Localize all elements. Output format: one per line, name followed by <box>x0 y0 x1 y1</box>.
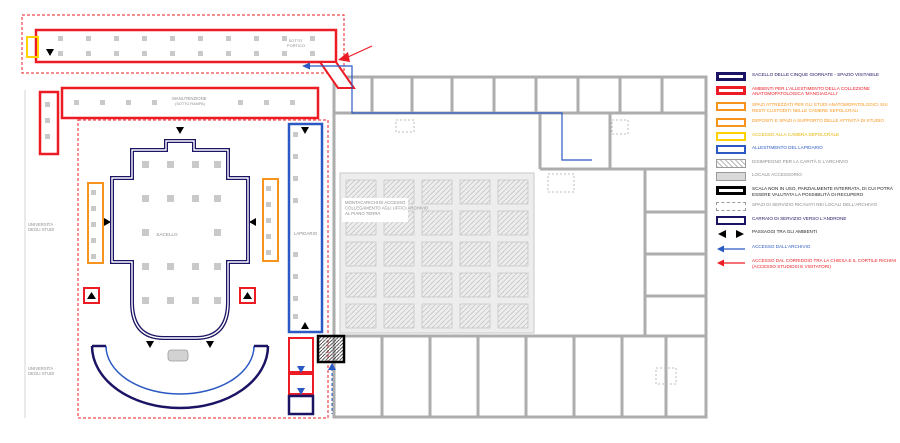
note-bg <box>342 198 408 222</box>
legend-item: DEPOSITI E SPAZI A SUPPORTO DELLE ATTIVI… <box>716 118 898 128</box>
university-label-lower: UNIVERSITÀ DEGLI STUDI <box>28 366 54 376</box>
passage-icon <box>301 322 309 329</box>
sacello-label: SACELLO <box>156 232 178 237</box>
legend-label: SCALA NON IN USO, PARZIALMENTE INTERRATA… <box>752 185 893 197</box>
bottom-rooms <box>287 337 336 416</box>
lapidario-swatch <box>716 145 746 155</box>
legend-item: LOCALE ACCESSORIO <box>716 172 898 182</box>
legend-label: DISIMPEGNO PER LA CARITÀ E L'ARCHIVIO <box>752 158 849 164</box>
visitor-access-arrow-icon <box>717 259 745 267</box>
sotto-portico: SOTTO PORTICO <box>26 28 356 89</box>
camera-sepolcrale-access <box>26 36 39 58</box>
legend-label: ACCESSO DAL CORRIDOIO TRA LA CHIESA E IL… <box>752 258 896 270</box>
passage-icon <box>46 49 54 56</box>
spazi-servizio-swatch <box>716 202 746 212</box>
passage-icon <box>87 292 96 299</box>
vehicle <box>167 349 189 362</box>
legend-item: SPAZI DI SERVIZIO RICAVATI NEI LOCALI DE… <box>716 202 898 212</box>
archive-arrowhead-icon <box>302 62 310 70</box>
camera-sepolcrale-swatch <box>716 131 746 141</box>
legend-item: AMBIENTI PER L'ALLESTIMENTO DELLA COLLEZ… <box>716 85 898 98</box>
archive-route <box>302 62 592 161</box>
lapidario: LAPIDARIO <box>287 122 324 334</box>
sacello-pillars <box>142 161 221 304</box>
university-label-upper: UNIVERSITÀ DEGLI STUDI <box>28 222 54 232</box>
montacarichi-note: MONTACARICHI DI ACCESSO COLLEGAMENTO AGL… <box>345 200 429 216</box>
manutenzione-label: MANUTENZIONE (SOTTO RAMPA) <box>172 96 208 106</box>
legend-item: ACCESSO ALLA CAMERA SEPOLCRALE <box>716 131 898 141</box>
scala-swatch <box>716 185 746 195</box>
archive-arrow-icon <box>297 388 305 395</box>
passage-icon <box>301 127 309 134</box>
manutenzione-strip: MANUTENZIONE (SOTTO RAMPA) <box>38 86 320 156</box>
courtyard <box>339 172 535 334</box>
sacello-swatch <box>716 72 746 81</box>
legend-item: DISIMPEGNO PER LA CARITÀ E L'ARCHIVIO <box>716 158 898 168</box>
legend-item: CARRAIO DI SERVIZIO VERSO L'ANDRONE <box>716 215 898 225</box>
passage-markers <box>46 49 309 348</box>
portico-diagonal-link <box>318 61 356 89</box>
legend-label: SPAZI ATTREZZATI PER GLI STUDI ANATOMOPA… <box>752 101 888 113</box>
archive-arrow-icon <box>328 363 336 370</box>
legend-item: SPAZI ATTREZZATI PER GLI STUDI ANATOMOPA… <box>716 101 898 114</box>
support-rooms <box>83 287 256 304</box>
intervention-boundary <box>21 14 345 419</box>
sacello: SACELLO <box>110 139 250 340</box>
legend-label: ACCESSO ALLA CAMERA SEPOLCRALE <box>752 131 840 137</box>
passage-icon <box>104 218 111 226</box>
legend-item: SCALA NON IN USO, PARZIALMENTE INTERRATA… <box>716 185 898 198</box>
floor-plan: MONTACARICHI DI ACCESSO COLLEGAMENTO AGL… <box>21 14 708 419</box>
legend-label: CARRAIO DI SERVIZIO VERSO L'ANDRONE <box>752 215 847 221</box>
legend: SACELLO DELLE CINQUE GIORNATE - SPAZIO V… <box>716 72 898 270</box>
locale-accessorio-swatch <box>716 172 746 182</box>
legend-item: ACCESSO DALL'ARCHIVIO <box>716 244 898 254</box>
legend-label: LOCALE ACCESSORIO <box>752 172 802 178</box>
passage-arrows-icon <box>718 230 744 239</box>
hemicycle-portico <box>90 344 270 410</box>
legend-label: AMBIENTI PER L'ALLESTIMENTO DELLA COLLEZ… <box>752 85 870 97</box>
legend-item: ALLESTIMENTO DEL LAPIDARIO <box>716 145 898 155</box>
passage-icon <box>146 341 154 348</box>
legend-item: PASSAGGI TRA GLI AMBIENTI <box>716 229 898 239</box>
legend-item: ACCESSO DAL CORRIDOIO TRA LA CHIESA E IL… <box>716 258 898 270</box>
door-openings <box>395 119 677 385</box>
sotto-portico-label: SOTTO PORTICO <box>287 38 305 48</box>
lapidario-label: LAPIDARIO <box>294 231 318 236</box>
carraio-swatch <box>716 215 746 225</box>
collezione-swatch <box>716 85 746 95</box>
archive-arrow-icon <box>297 366 305 373</box>
legend-label: DEPOSITI E SPAZI A SUPPORTO DELLE ATTIVI… <box>752 118 884 124</box>
passage-icon <box>249 218 256 226</box>
archive-access-arrow-icon <box>717 245 745 253</box>
legend-label: ACCESSO DALL'ARCHIVIO <box>752 243 811 249</box>
study-rooms <box>87 178 279 264</box>
legend-label: SACELLO DELLE CINQUE GIORNATE - SPAZIO V… <box>752 72 880 77</box>
passage-icon <box>243 292 252 299</box>
passage-icon <box>206 341 214 348</box>
disimpegno-swatch <box>716 158 746 168</box>
legend-label: ALLESTIMENTO DEL LAPIDARIO <box>752 145 823 151</box>
stair-block <box>316 334 346 364</box>
passage-icon <box>176 127 184 134</box>
legend-item: SACELLO DELLE CINQUE GIORNATE - SPAZIO V… <box>716 72 898 81</box>
portico-pillars <box>58 36 315 56</box>
legend-label: SPAZI DI SERVIZIO RICAVATI NEI LOCALI DE… <box>752 202 878 208</box>
depositi-swatch <box>716 118 746 128</box>
studi-swatch <box>716 101 746 111</box>
legend-label: PASSAGGI TRA GLI AMBIENTI <box>752 229 817 235</box>
visitor-entrance-arrow <box>338 45 373 62</box>
entrance-arrowhead-icon <box>338 52 350 62</box>
